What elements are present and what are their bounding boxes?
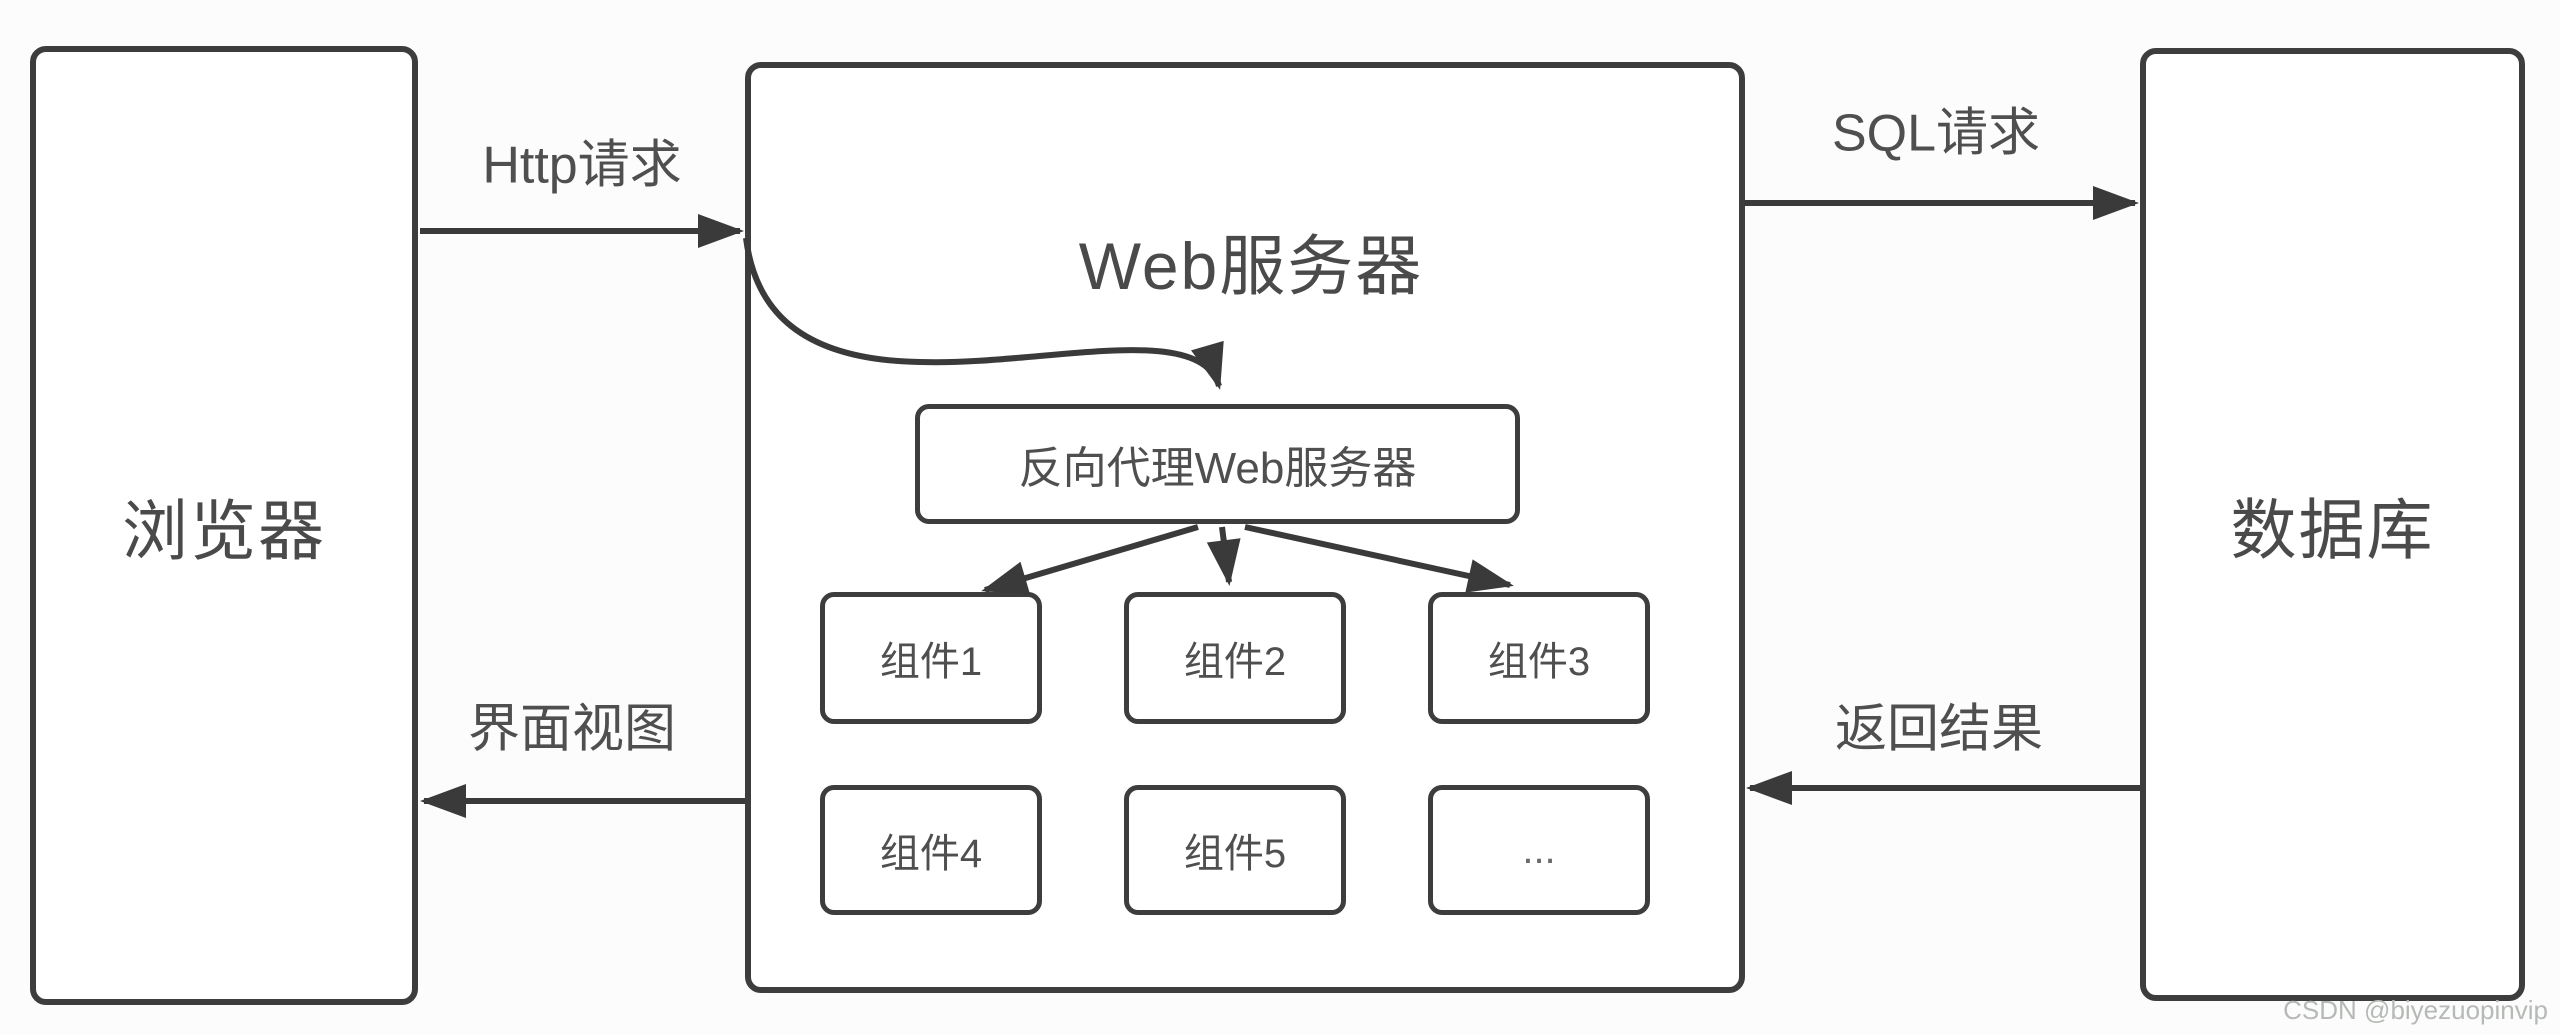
reverse-proxy-label: 反向代理Web服务器 <box>1018 444 1417 493</box>
web-server-label: Web服务器 <box>1078 229 1424 303</box>
ui-view-label: 界面视图 <box>467 700 677 759</box>
reverse-proxy-node: 反向代理Web服务器 <box>915 404 1520 524</box>
return-result-label: 返回结果 <box>1834 700 2044 759</box>
database-node: 数据库 <box>2140 48 2525 1001</box>
component-1-label: 组件1 <box>879 640 983 684</box>
database-label: 数据库 <box>2230 492 2435 567</box>
browser-node: 浏览器 <box>30 46 418 1005</box>
component-4-node: 组件4 <box>820 785 1042 915</box>
browser-label: 浏览器 <box>122 493 326 568</box>
component-2-node: 组件2 <box>1124 592 1346 724</box>
component-more-label: ... <box>1522 827 1556 872</box>
component-5-label: 组件5 <box>1183 832 1287 876</box>
http-request-label: Http请求 <box>482 136 682 195</box>
component-4-label: 组件4 <box>879 832 983 876</box>
sql-request-label: SQL请求 <box>1831 104 2041 163</box>
component-more-node: ... <box>1428 785 1650 915</box>
component-3-label: 组件3 <box>1487 640 1591 684</box>
component-3-node: 组件3 <box>1428 592 1650 724</box>
watermark: CSDN @biyezuopinvip <box>2283 995 2548 1025</box>
component-2-label: 组件2 <box>1183 640 1287 684</box>
component-1-node: 组件1 <box>820 592 1042 724</box>
component-5-node: 组件5 <box>1124 785 1346 915</box>
